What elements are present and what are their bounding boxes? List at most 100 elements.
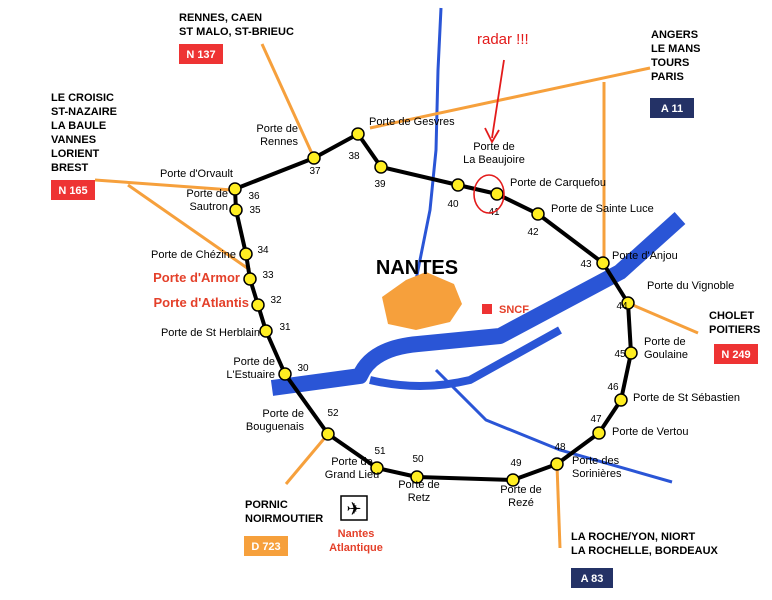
exit-marker[interactable]: [592, 426, 606, 440]
exit-number: 49: [510, 458, 522, 469]
exit-32[interactable]: 32 Porte d'Atlantis: [153, 295, 282, 312]
exit-label: Porte de Gesvres: [369, 116, 455, 128]
exit-marker[interactable]: [550, 457, 564, 471]
text-line: Rennes: [260, 136, 298, 148]
exit-marker[interactable]: [351, 127, 365, 141]
exit-number: 44: [616, 301, 628, 312]
exit-marker[interactable]: [259, 324, 273, 338]
road-number: N 137: [186, 49, 215, 61]
text-line: ST-NAZAIRE: [51, 106, 117, 118]
exit-number: 36: [248, 191, 260, 202]
exit-marker[interactable]: [278, 367, 292, 381]
exit-number: 32: [270, 295, 282, 306]
exit-number: 40: [447, 199, 459, 210]
exit-marker[interactable]: [321, 427, 335, 441]
exit-marker[interactable]: [370, 461, 384, 475]
exit-marker[interactable]: [614, 393, 628, 407]
exit-marker[interactable]: [239, 247, 253, 261]
radar-note: radar !!!: [477, 31, 529, 48]
exit-marker[interactable]: [307, 151, 321, 165]
road-a11: [369, 66, 651, 130]
road-badge: [571, 568, 613, 588]
text-line: NOIRMOUTIER: [245, 513, 323, 525]
exit-marker[interactable]: [596, 256, 610, 270]
road-badge: [179, 44, 223, 64]
road-badge: [650, 98, 694, 118]
exit-marker[interactable]: [621, 296, 635, 310]
text-line: PORNIC: [245, 499, 288, 511]
text-line: Nantes: [338, 528, 375, 540]
exit-marker[interactable]: [374, 160, 388, 174]
exit-marker[interactable]: [243, 272, 257, 286]
exit-number: 38: [348, 151, 360, 162]
radar-arrow: [484, 59, 505, 144]
exit-number: 43: [580, 259, 592, 270]
exit-marker[interactable]: [410, 470, 424, 484]
text-line: LA BAULE: [51, 120, 106, 132]
exit-label: Porte d'Anjou: [612, 250, 678, 262]
text-line: LA ROCHE/YON, NIORT: [571, 531, 696, 543]
destination-name: PORNIC NOIRMOUTIER: [245, 499, 323, 525]
exit-marker[interactable]: [229, 203, 243, 217]
text-line: Porte de Gesvres: [369, 116, 455, 128]
exit-label: Porte de Sainte Luce: [551, 203, 654, 215]
exit-label: Porte du Vignoble: [647, 280, 734, 292]
text-line: LORIENT: [51, 148, 100, 160]
text-line: LA ROCHELLE, BORDEAUX: [571, 545, 719, 557]
text-line: Porte du Vignoble: [647, 280, 734, 292]
exit-38[interactable]: 38 Porte de Gesvres: [348, 116, 455, 162]
exit-label: Porte de Vertou: [612, 426, 688, 438]
exit-marker[interactable]: [506, 473, 520, 487]
exit-marker[interactable]: [490, 187, 504, 201]
text-line: Porte de: [186, 188, 228, 200]
exit-marker[interactable]: [531, 207, 545, 221]
text-line: Atlantique: [329, 542, 383, 554]
destination-name: LA ROCHE/YON, NIORT LA ROCHELLE, BORDEAUX: [571, 531, 719, 557]
text-line: Porte de: [500, 484, 542, 496]
exit-44[interactable]: 44 Porte du Vignoble: [616, 280, 734, 312]
exit-label: Porte d'Atlantis: [153, 295, 249, 310]
exit-number: 37: [309, 166, 321, 177]
road-number: A 83: [581, 573, 604, 585]
exit-number: 30: [297, 363, 309, 374]
loire-river: [270, 212, 686, 396]
exit-number: 45: [614, 349, 626, 360]
exit-marker[interactable]: [451, 178, 465, 192]
road-n137: [260, 43, 316, 159]
text-line: Goulaine: [644, 349, 688, 361]
exit-43[interactable]: 43 Porte d'Anjou: [580, 250, 677, 270]
exit-marker[interactable]: [624, 346, 638, 360]
text-line: Porte de: [644, 336, 686, 348]
exit-marker[interactable]: [251, 298, 265, 312]
text-line: L'Estuaire: [226, 369, 275, 381]
text-line: Sorinières: [572, 468, 622, 480]
exit-marker[interactable]: [228, 182, 242, 196]
exit-39[interactable]: 39: [374, 160, 388, 190]
sevre-river: [434, 368, 673, 484]
text-line: La Beaujoire: [463, 154, 525, 166]
road-number: A 11: [661, 103, 683, 115]
text-line: Retz: [408, 492, 431, 504]
